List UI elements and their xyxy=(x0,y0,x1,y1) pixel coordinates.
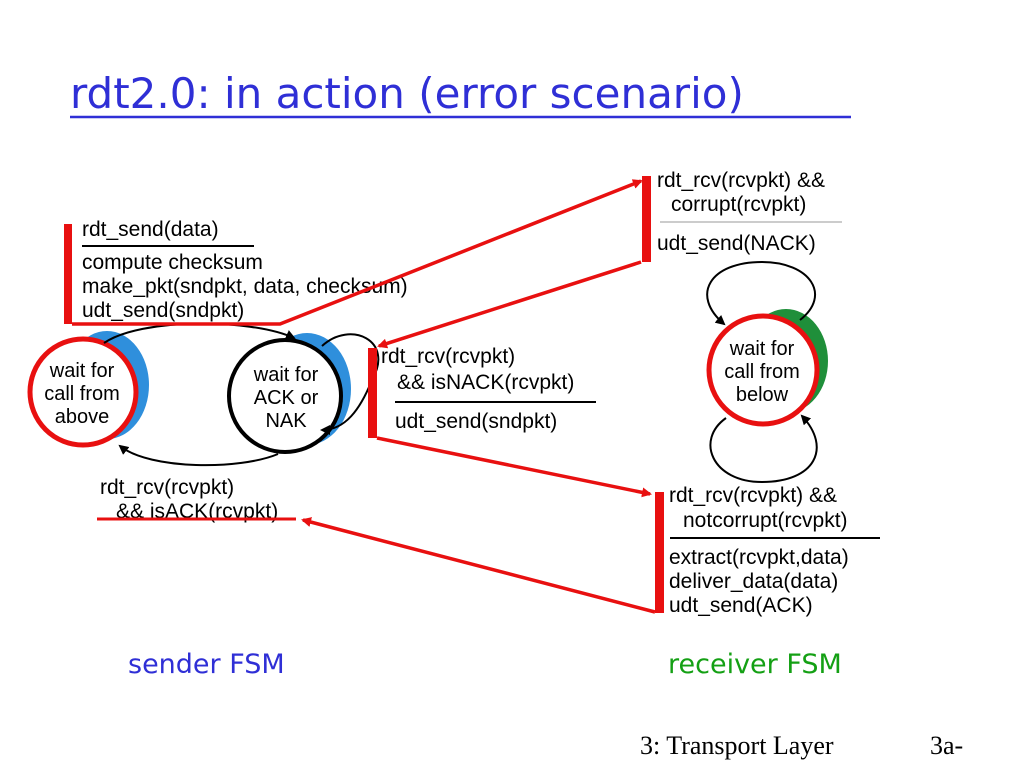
state-label: NAK xyxy=(265,410,307,432)
sender-state-wait-ack-nak: wait for ACK or NAK xyxy=(227,333,351,454)
transition-marker-bar xyxy=(655,492,664,613)
receiver-notcorrupt-selfloop-arrow xyxy=(709,414,818,484)
ack-reply-arrow xyxy=(301,517,656,614)
state-circle xyxy=(706,313,820,427)
state-label: call from xyxy=(44,383,120,405)
packet-sent-arrow xyxy=(72,179,643,326)
slide-title: rdt2.0: in action (error scenario) xyxy=(70,69,744,118)
state-circle xyxy=(27,336,139,448)
sender-nack-transition-label: rdt_rcv(rcvpkt) && isNACK(rcvpkt) udt_se… xyxy=(368,345,596,438)
state-label: below xyxy=(736,384,789,406)
transition-event: && isNACK(rcvpkt) xyxy=(397,371,574,394)
transition-action: udt_send(NACK) xyxy=(657,232,816,255)
transition-event: rdt_rcv(rcvpkt) && xyxy=(657,169,825,192)
receiver-notcorrupt-transition-label: rdt_rcv(rcvpkt) && notcorrupt(rcvpkt) ex… xyxy=(655,484,880,617)
state-label: call from xyxy=(724,361,800,383)
sender-ack-transition-label: rdt_rcv(rcvpkt) && isACK(rcvpkt) xyxy=(97,476,296,523)
transition-marker-bar xyxy=(64,224,72,324)
transition-action: compute checksum xyxy=(82,251,263,274)
sender-ack-transition-arrow xyxy=(118,444,279,467)
transition-action: udt_send(ACK) xyxy=(669,594,813,617)
packet-resent-arrow xyxy=(376,436,652,498)
sender-send-transition-arrow xyxy=(103,322,296,344)
transition-action: make_pkt(sndpkt, data, checksum) xyxy=(82,275,408,298)
footer-page-number: 3a- xyxy=(930,731,963,760)
transition-event: notcorrupt(rcvpkt) xyxy=(683,509,848,532)
transition-event: && isACK(rcvpkt) xyxy=(116,500,278,523)
transition-event: rdt_rcv(rcvpkt) xyxy=(381,345,515,368)
state-circle xyxy=(227,338,343,454)
transition-marker-bar xyxy=(642,176,651,262)
receiver-fsm-caption: receiver FSM xyxy=(668,649,842,680)
receiver-corrupt-selfloop-arrow xyxy=(706,260,817,326)
transition-event: rdt_send(data) xyxy=(82,218,219,241)
sender-state-wait-call-above: wait for call from above xyxy=(27,331,149,448)
transition-action: udt_send(sndpkt) xyxy=(82,299,244,322)
transition-action: udt_send(sndpkt) xyxy=(395,410,557,433)
transition-action: extract(rcvpkt,data) xyxy=(669,546,849,569)
state-label: wait for xyxy=(49,360,115,382)
state-label: above xyxy=(55,406,110,428)
receiver-state-wait-call-below: wait for call from below xyxy=(706,309,828,427)
transition-marker-bar xyxy=(368,348,377,438)
state-label: wait for xyxy=(253,364,319,386)
sender-fsm-caption: sender FSM xyxy=(128,649,285,680)
transition-action: deliver_data(data) xyxy=(669,570,838,593)
state-label: wait for xyxy=(729,338,795,360)
nack-reply-arrow xyxy=(377,260,642,349)
transition-event: rdt_rcv(rcvpkt) xyxy=(100,476,234,499)
footer-chapter: 3: Transport Layer xyxy=(640,731,834,760)
sender-send-transition-label: rdt_send(data) compute checksum make_pkt… xyxy=(64,218,408,324)
receiver-corrupt-transition-label: rdt_rcv(rcvpkt) && corrupt(rcvpkt) udt_s… xyxy=(642,169,842,262)
state-label: ACK or xyxy=(254,387,319,409)
transition-event: rdt_rcv(rcvpkt) && xyxy=(669,484,837,507)
transition-event: corrupt(rcvpkt) xyxy=(671,193,806,216)
